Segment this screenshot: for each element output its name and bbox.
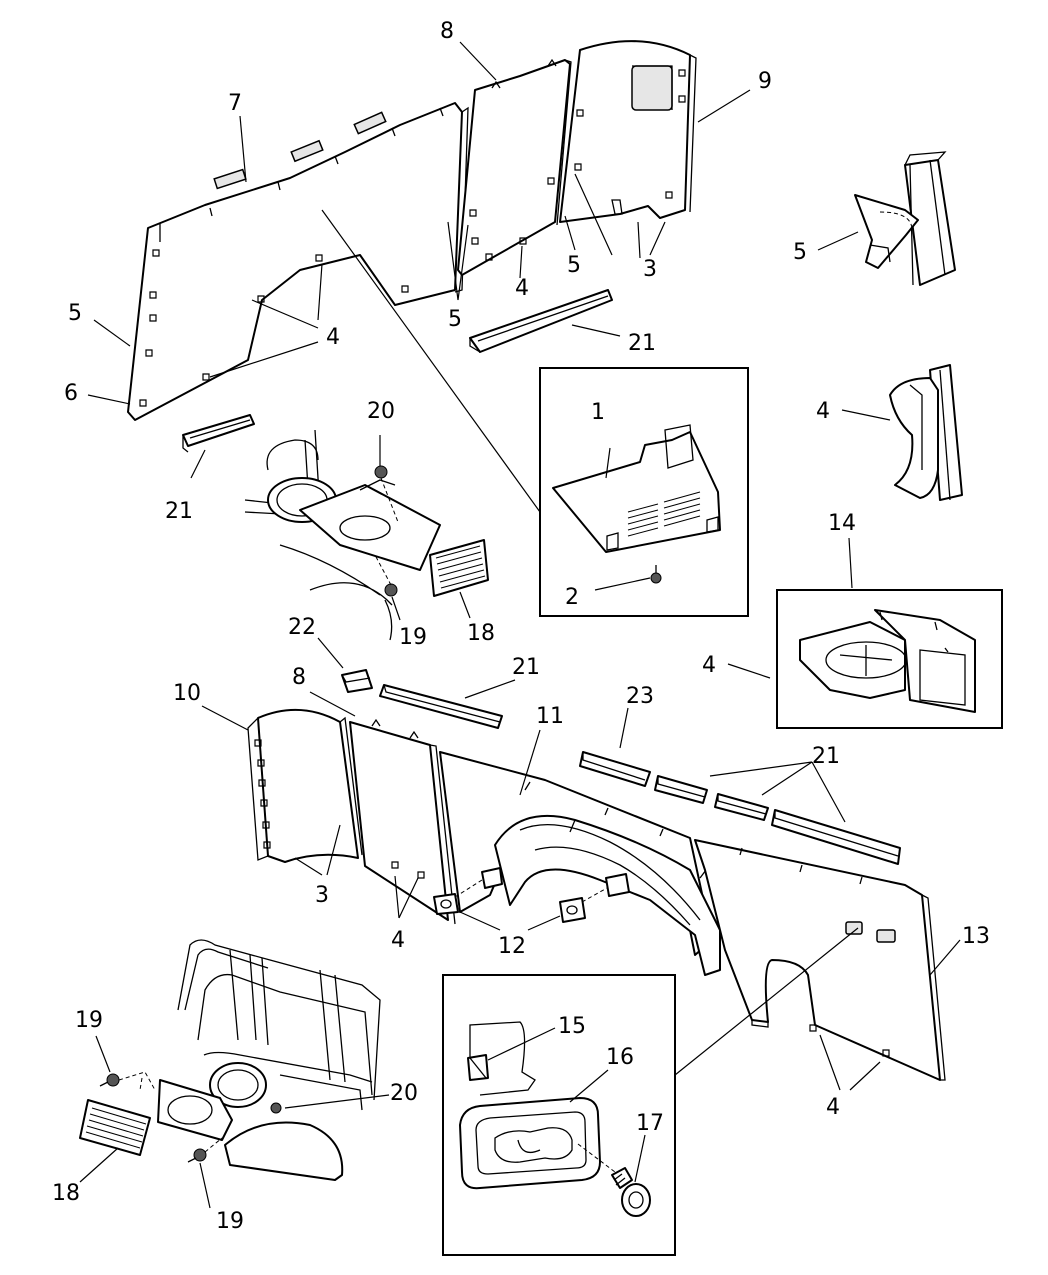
callout-23: 23 xyxy=(626,684,654,709)
panel-8-upper xyxy=(457,58,572,276)
door-opening-speaker-lower xyxy=(79,939,381,1181)
callout-16: 16 xyxy=(606,1045,634,1070)
callout-leader-lines xyxy=(79,41,961,1209)
inset-1-leader-line xyxy=(321,209,541,513)
sill-strip-21-lower xyxy=(379,684,503,729)
callout-14: 14 xyxy=(828,511,856,536)
callout-4: 4 xyxy=(391,928,405,953)
grommet-12-right xyxy=(559,873,630,923)
callout-7: 7 xyxy=(228,91,242,116)
callout-17: 17 xyxy=(636,1111,664,1136)
callout-9: 9 xyxy=(758,69,772,94)
callout-11: 11 xyxy=(536,704,564,729)
panel-10-lower-pillar-trim xyxy=(247,708,363,863)
grille-18-upper xyxy=(429,539,489,597)
callout-1: 1 xyxy=(591,400,605,425)
clip-detail-4 xyxy=(889,364,963,501)
callout-13: 13 xyxy=(962,924,990,949)
trim-piece-22 xyxy=(341,669,373,693)
callout-21: 21 xyxy=(512,655,540,680)
panel-13-right-quarter-trim xyxy=(694,839,946,1081)
speaker-assembly-upper xyxy=(244,429,489,641)
callout-4: 4 xyxy=(515,276,529,301)
sill-strip-21-left xyxy=(182,414,255,453)
callout-5: 5 xyxy=(567,253,581,278)
screw-17 xyxy=(611,1167,651,1217)
callout-6: 6 xyxy=(64,381,78,406)
panel-9-upper-pillar-trim xyxy=(559,40,697,223)
callout-19: 19 xyxy=(216,1209,244,1234)
callout-15: 15 xyxy=(558,1014,586,1039)
inset-14-box xyxy=(776,589,1003,729)
clip-detail-5 xyxy=(854,151,956,286)
callout-19: 19 xyxy=(75,1008,103,1033)
callout-5: 5 xyxy=(68,301,82,326)
trim-strip-23 xyxy=(579,751,651,787)
callout-20: 20 xyxy=(390,1081,418,1106)
callout-5: 5 xyxy=(793,240,807,265)
trim-strip-21-b xyxy=(714,793,769,821)
wheel-well-bracket xyxy=(494,814,721,976)
callout-19: 19 xyxy=(399,625,427,650)
trim-strip-21-c xyxy=(771,809,901,865)
callout-3: 3 xyxy=(315,883,329,908)
callout-4: 4 xyxy=(816,399,830,424)
callout-18: 18 xyxy=(467,621,495,646)
callout-18: 18 xyxy=(52,1181,80,1206)
panel-7-left-quarter-trim xyxy=(127,102,469,421)
callout-5: 5 xyxy=(448,307,462,332)
callout-labels: 1 2 3 3 4 4 4 4 4 4 5 5 5 5 6 7 8 8 9 10… xyxy=(52,19,990,1234)
callout-4: 4 xyxy=(826,1095,840,1120)
callout-21: 21 xyxy=(812,744,840,769)
callout-2: 2 xyxy=(565,585,579,610)
callout-12: 12 xyxy=(498,934,526,959)
callout-20: 20 xyxy=(367,399,395,424)
panel-8-lower xyxy=(349,718,456,925)
grommet-12-left xyxy=(433,867,503,915)
callout-22: 22 xyxy=(288,615,316,640)
callout-8: 8 xyxy=(292,665,306,690)
callout-10: 10 xyxy=(173,681,201,706)
callout-21: 21 xyxy=(165,499,193,524)
inset-16-box xyxy=(442,974,676,1256)
callout-21: 21 xyxy=(628,331,656,356)
inset-16-leader-line xyxy=(674,927,859,1076)
callout-4: 4 xyxy=(702,653,716,678)
trim-strip-21-a xyxy=(654,775,708,804)
callout-8: 8 xyxy=(440,19,454,44)
callout-3: 3 xyxy=(643,257,657,282)
callout-4: 4 xyxy=(326,325,340,350)
inset-1-box xyxy=(539,367,749,617)
grille-18-lower xyxy=(79,1099,151,1156)
sill-strip-21-upper-right xyxy=(469,289,613,353)
